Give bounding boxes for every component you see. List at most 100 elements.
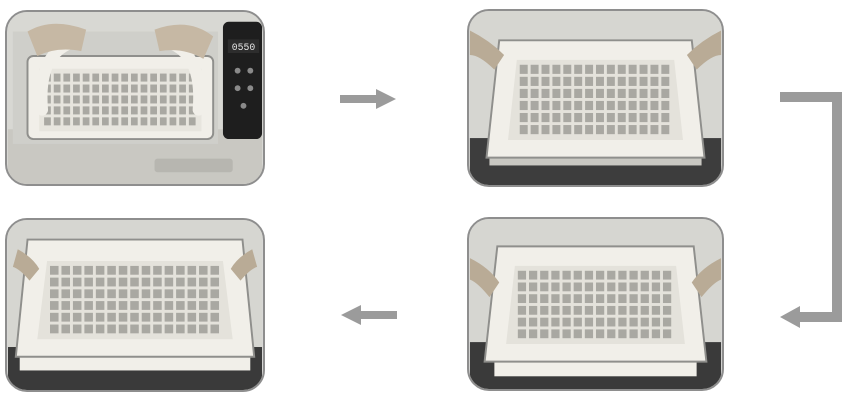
basket-slot [661, 89, 669, 98]
basket-slot [629, 318, 637, 327]
basket-slot [210, 278, 219, 287]
basket-slot [596, 294, 604, 303]
basket-slot [92, 117, 99, 125]
basket-slot [210, 301, 219, 310]
basket-slot [520, 77, 528, 86]
basket-slot [160, 95, 167, 103]
basket-slot [63, 74, 70, 82]
basket-slot [531, 89, 539, 98]
basket-slot [130, 289, 139, 298]
basket-slot [54, 95, 61, 103]
basket-slot [153, 278, 162, 287]
basket-slot [652, 271, 660, 280]
basket-slot [165, 278, 174, 287]
basket-slot [119, 278, 128, 287]
basket-slot [518, 294, 526, 303]
basket-slot [54, 106, 61, 114]
basket-slot [661, 77, 669, 86]
basket-slot [170, 95, 177, 103]
basket-slot [150, 106, 157, 114]
basket-slot [179, 95, 186, 103]
basket-slot [552, 65, 560, 74]
basket-slot [63, 95, 70, 103]
basket-slot [563, 65, 571, 74]
basket-slot [518, 283, 526, 292]
basket-slot [552, 113, 560, 122]
basket-slot [652, 294, 660, 303]
basket-slot [131, 95, 138, 103]
basket-slot [176, 325, 185, 334]
basket-slot [640, 65, 648, 74]
basket-slot [520, 101, 528, 110]
basket-slot [84, 278, 93, 287]
basket-slot [199, 289, 208, 298]
basket-slot [119, 313, 128, 322]
basket-slot [529, 329, 537, 338]
basket-slot [130, 313, 139, 322]
basket-slot [73, 106, 80, 114]
basket-slot [176, 266, 185, 275]
basket-slot [73, 278, 82, 287]
basket-slot [641, 306, 649, 315]
basket-slot [540, 294, 548, 303]
basket-slot [551, 294, 559, 303]
basket-slot [150, 95, 157, 103]
basket-slot [542, 125, 550, 134]
basket-slot [563, 125, 571, 134]
basket-slot [518, 271, 526, 280]
basket-slot [141, 95, 148, 103]
basket-slot [141, 106, 148, 114]
basket-slot [629, 283, 637, 292]
basket-slot [92, 85, 99, 93]
basket-slot [63, 85, 70, 93]
basket-slot [585, 271, 593, 280]
basket-slot [121, 117, 128, 125]
basket-slot [618, 294, 626, 303]
basket-slot [520, 89, 528, 98]
basket-slot [596, 125, 604, 134]
basket-slot [596, 89, 604, 98]
basket-slot [92, 106, 99, 114]
basket-slot [170, 106, 177, 114]
basket-slot [83, 74, 90, 82]
basket-slot [661, 101, 669, 110]
basket-slot [650, 77, 658, 86]
basket-slot [607, 318, 615, 327]
basket-slot [130, 301, 139, 310]
basket-slot [542, 65, 550, 74]
basket-slot [189, 117, 196, 125]
basket-slot [130, 278, 139, 287]
basket-slot [652, 283, 660, 292]
basket-slot [84, 289, 93, 298]
basket-slot [585, 77, 593, 86]
basket-slot [529, 294, 537, 303]
basket-slot [121, 95, 128, 103]
basket-slot [551, 271, 559, 280]
basket-slot [73, 95, 80, 103]
basket-slot [199, 278, 208, 287]
step-2-illustration [469, 11, 722, 185]
basket-slot [574, 113, 582, 122]
basket-slot [650, 125, 658, 134]
basket-slot [640, 77, 648, 86]
basket-slot [618, 329, 626, 338]
basket-slot [179, 74, 186, 82]
basket-slot [551, 329, 559, 338]
basket-slot [112, 117, 119, 125]
step-4-photo [5, 218, 265, 392]
basket-slot [585, 329, 593, 338]
basket-slot [73, 117, 80, 125]
basket-slot [73, 74, 80, 82]
basket-slot [179, 106, 186, 114]
basket [16, 240, 254, 357]
basket-slot [618, 306, 626, 315]
basket-slot [574, 101, 582, 110]
basket [487, 40, 705, 157]
basket-slot [618, 89, 626, 98]
step-4-illustration [7, 220, 263, 390]
basket-slot [83, 106, 90, 114]
basket-slot [176, 301, 185, 310]
basket-slot [607, 294, 615, 303]
basket-slot [153, 266, 162, 275]
basket-slot [141, 85, 148, 93]
